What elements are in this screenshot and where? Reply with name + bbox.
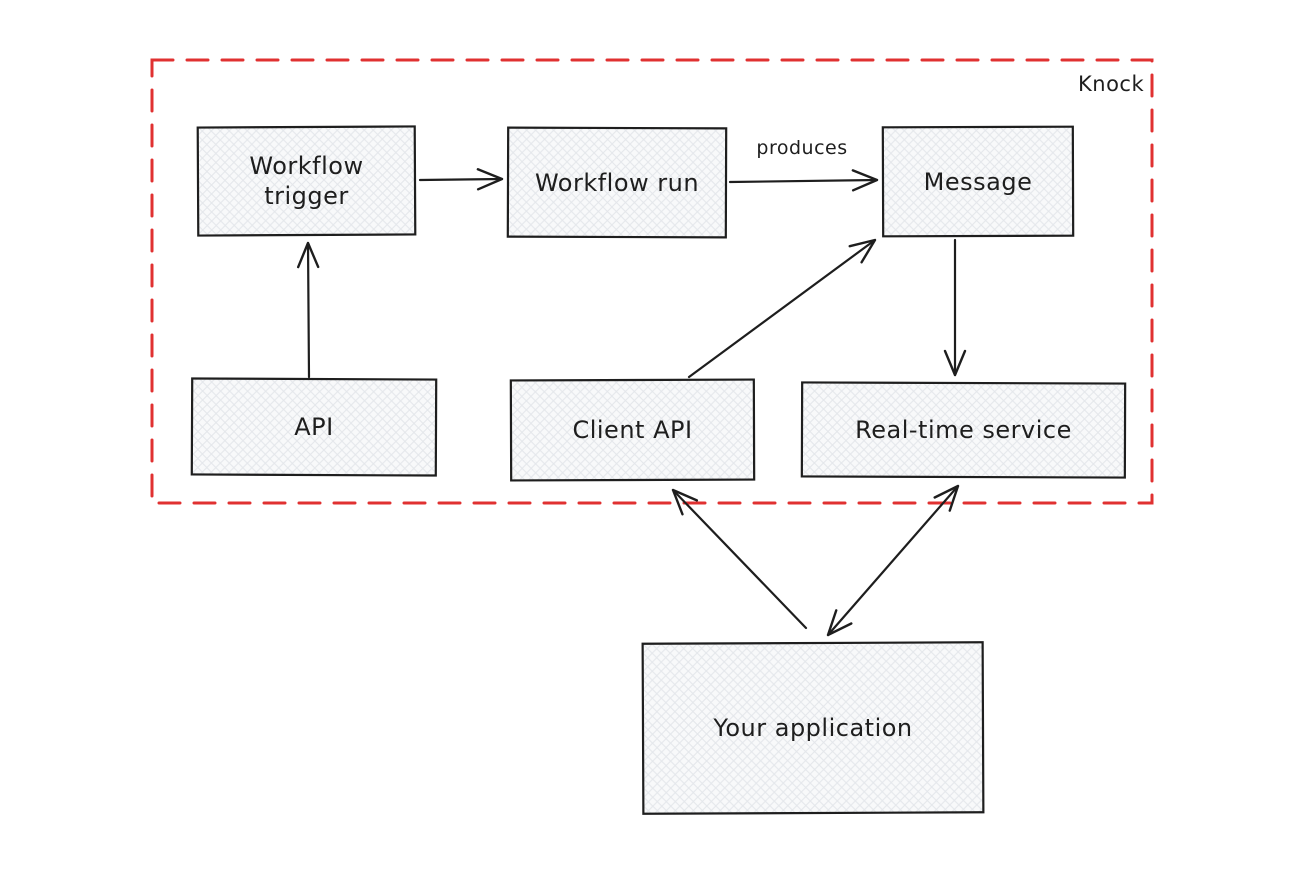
your-application-box xyxy=(641,641,985,815)
knock-frame-border xyxy=(150,58,1154,505)
arrow-run-to-message xyxy=(728,169,879,192)
message-box xyxy=(881,125,1075,238)
client-api-box xyxy=(509,378,756,482)
arrow-clientapi-to-message xyxy=(687,238,877,379)
arrow-api-to-trigger xyxy=(296,241,320,379)
arrow-yourapp-realtime-bidirectional xyxy=(826,484,960,637)
workflow-run-box xyxy=(506,126,728,239)
arrow-yourapp-to-clientapi xyxy=(671,488,808,630)
workflow-trigger-box xyxy=(196,125,417,237)
realtime-service-box xyxy=(800,381,1127,479)
api-box xyxy=(190,377,438,477)
arrow-trigger-to-run xyxy=(418,168,504,191)
